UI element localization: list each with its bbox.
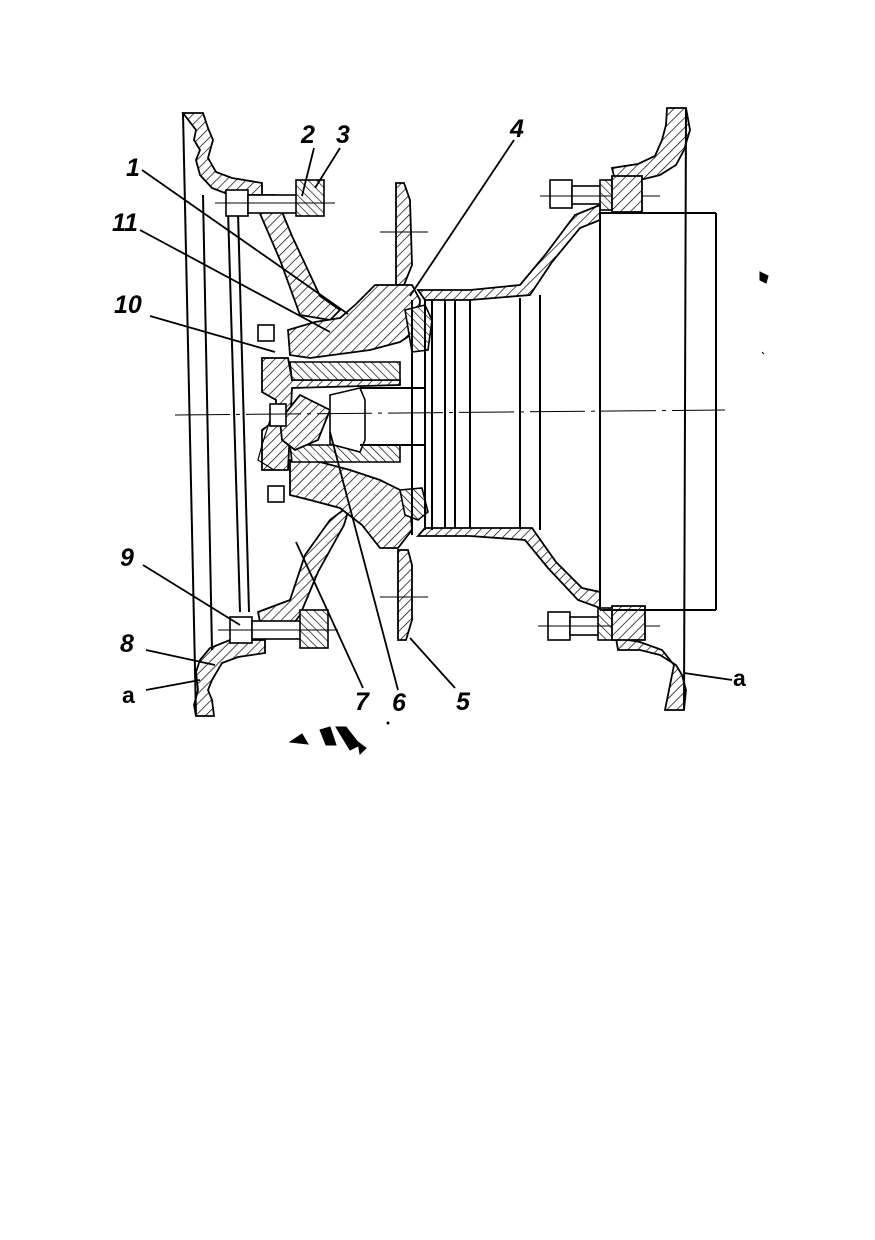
hub-nut xyxy=(257,324,287,503)
callout-1: 1 xyxy=(126,154,140,182)
callout-9: 9 xyxy=(120,544,134,572)
centre-axis xyxy=(174,409,726,416)
callout-2: 2 xyxy=(300,121,315,149)
callout-11: 11 xyxy=(112,209,138,237)
leader-lines xyxy=(139,139,733,691)
brake-shield xyxy=(380,182,428,641)
bolt-bottom-left xyxy=(218,609,338,649)
scan-marks xyxy=(288,721,390,756)
hub-body xyxy=(261,284,433,549)
axle-shaft xyxy=(360,300,433,535)
callout-a-left: a xyxy=(122,682,135,708)
callout-a-right: a xyxy=(733,665,746,691)
callout-7: 7 xyxy=(355,688,370,716)
callout-6: 6 xyxy=(392,689,407,717)
callout-8: 8 xyxy=(120,630,134,658)
callout-5: 5 xyxy=(456,688,471,716)
callout-3: 3 xyxy=(336,121,350,149)
bolt-top-left xyxy=(215,179,335,217)
brake-drum xyxy=(416,203,601,610)
callout-4: 4 xyxy=(509,115,524,143)
callout-10: 10 xyxy=(114,291,142,319)
right-rim xyxy=(600,107,717,711)
